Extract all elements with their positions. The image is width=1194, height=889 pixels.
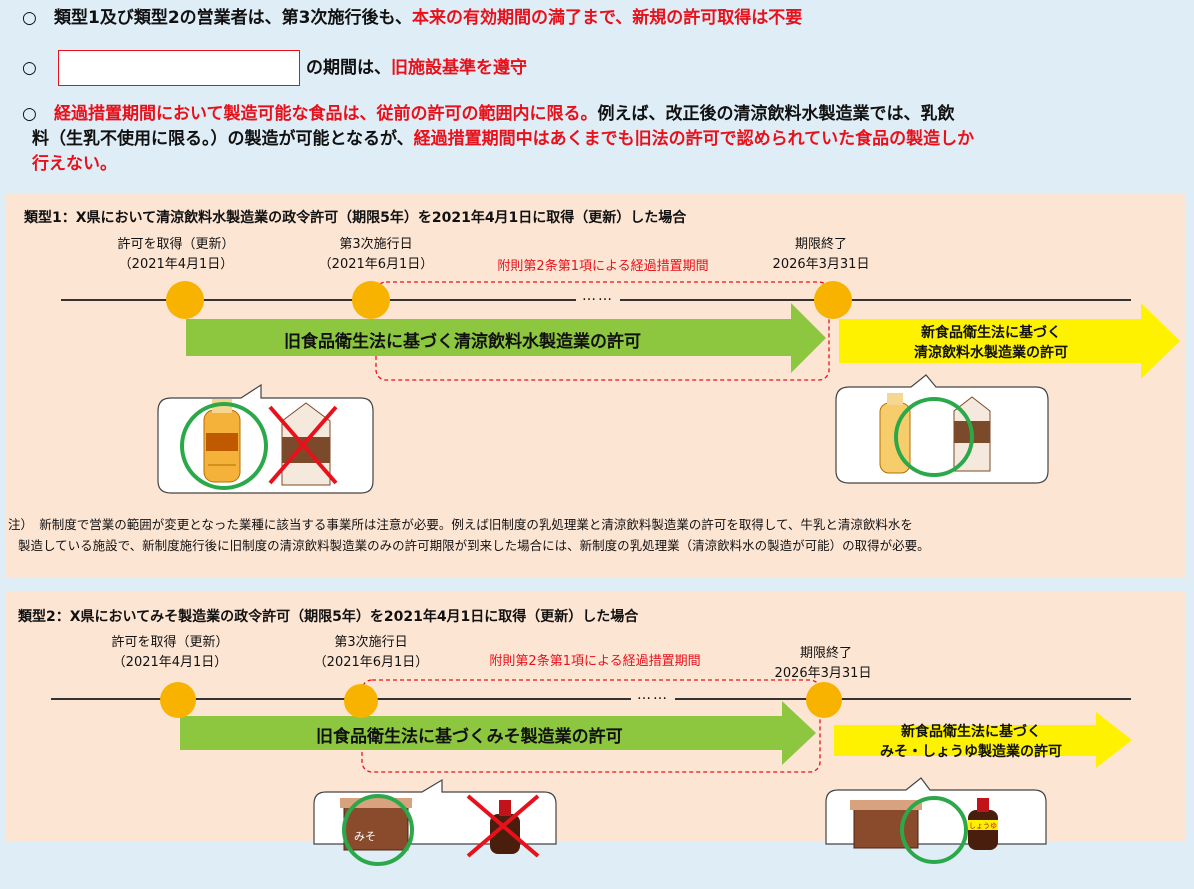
- bullet-1: ○ 類型1及び類型2の営業者は、第3次施行後も、本来の有効期間の満了まで、新規の…: [22, 6, 802, 31]
- type2-graphic: みそ しょうゆ: [180, 679, 1132, 866]
- type1-ok-circle-icon: [180, 402, 268, 490]
- type1-new-callout: [835, 374, 1049, 484]
- bullet-3-highlight-2: 経過措置期間中はあくまでも旧法の許可で認められていた食品の製造しか: [413, 129, 975, 149]
- bullet-circle-icon: ○: [22, 58, 37, 78]
- type1-new-permit-text-2: 清涼飲料水製造業の許可: [914, 345, 1068, 361]
- type1-old-permit-arrow: [186, 303, 826, 373]
- bullet-1-highlight: 本来の有効期間の満了まで、新規の許可取得は不要: [411, 8, 803, 28]
- type2-expiry-date: 2026年3月31日: [774, 666, 872, 681]
- type1-ng-cross-icon: [268, 405, 338, 485]
- type1-old-permit-text: 旧食品衛生法に基づく清涼飲料水製造業の許可: [284, 332, 641, 352]
- bullet-3-highlight-1: 経過措置期間において製造可能な食品は、従前の許可の範囲内に限る。: [54, 104, 598, 124]
- bullet-3-highlight-3: 行えない。: [32, 154, 117, 174]
- type1-third-dot: [352, 281, 390, 319]
- type2-old-permit-arrow: [180, 701, 816, 765]
- type1-expiry-date: 2026年3月31日: [772, 257, 870, 272]
- type2-third-date: （2021年6月1日）: [313, 655, 429, 670]
- type1-third-date: （2021年6月1日）: [318, 257, 434, 272]
- type2-miso-icon: [340, 798, 412, 851]
- bullet-3: ○ 経過措置期間において製造可能な食品は、従前の許可の範囲内に限る。例えば、改正…: [22, 102, 974, 177]
- type2-soy-sauce-icon: [490, 800, 520, 854]
- type2-acquire-dot: [160, 682, 196, 718]
- type2-panel: 類型2：X県においてみそ製造業の政令許可（期限5年）を2021年4月1日に取得（…: [6, 592, 1186, 866]
- type2-third-dot: [344, 684, 378, 718]
- bullet-1-text: 類型1及び類型2の営業者は、第3次施行後も、: [54, 8, 412, 28]
- bullet-2-text-row: の期間は、旧施設基準を遵守: [306, 56, 527, 81]
- type1-new-permit-arrow: [839, 303, 1180, 379]
- type2-soy-label: しょうゆ: [969, 822, 997, 830]
- type1-note-line-2: 製造している施設で、新制度施行後に旧制度の清涼飲料製造業のみの許可期限が到来した…: [18, 538, 930, 553]
- type1-new-permit-text-1: 新食品衛生法に基づく: [921, 325, 1061, 341]
- type1-ellipsis: ……: [576, 288, 620, 304]
- type1-acquire-dot: [166, 281, 204, 319]
- type2-timeline: [51, 698, 1131, 700]
- type2-expiry-label: 期限終了: [799, 646, 852, 661]
- type1-title: 類型1：X県において清涼飲料水製造業の政令許可（期限5年）を2021年4月1日に…: [24, 210, 687, 226]
- type2-new-ok-circle-icon: [900, 796, 968, 864]
- type2-new-permit-text-2: みそ・しょうゆ製造業の許可: [880, 744, 1062, 760]
- bullet-2-highlight: 旧施設基準を遵守: [391, 58, 527, 78]
- type2-new-permit-arrow: [834, 712, 1132, 768]
- type1-panel: 類型1：X県において清涼飲料水製造業の政令許可（期限5年）を2021年4月1日に…: [6, 193, 1186, 578]
- type2-transition-label: 附則第2条第1項による経過措置期間: [489, 654, 701, 669]
- type1-graphic: [157, 281, 1180, 494]
- blank-fill-box: [58, 50, 300, 86]
- bullet-3-text-2: 料（生乳不使用に限る。）の製造が可能となるが、: [32, 129, 414, 149]
- bullet-2-text: の期間は、: [306, 58, 391, 78]
- type1-new-ok-circle-icon: [894, 397, 974, 477]
- type2-ng-cross-icon: [466, 794, 540, 858]
- type2-acquire-date: （2021年4月1日）: [112, 655, 228, 670]
- type1-expiry-dot: [814, 281, 852, 319]
- type1-acquire-date: （2021年4月1日）: [118, 257, 234, 272]
- type1-bottle-icon: [203, 399, 241, 483]
- type1-transition-label: 附則第2条第1項による経過措置期間: [497, 259, 709, 274]
- type2-acquire-label: 許可を取得（更新）: [111, 635, 229, 650]
- type2-new-permit-text-1: 新食品衛生法に基づく: [901, 724, 1041, 740]
- type2-miso-label: みそ: [354, 830, 376, 843]
- type2-ellipsis: ……: [631, 687, 675, 703]
- type1-acquire-label: 許可を取得（更新）: [117, 237, 235, 252]
- type2-ok-circle-icon: [342, 794, 414, 866]
- type1-expiry-label: 期限終了: [794, 237, 847, 252]
- type2-expiry-dot: [806, 682, 842, 718]
- type1-note-line-1: 注） 新制度で営業の範囲が変更となった業種に該当する事業所は注意が必要。例えば旧…: [8, 517, 913, 532]
- bullet-3-text-1: 例えば、改正後の清涼飲料水製造業では、乳飲: [597, 104, 955, 124]
- bullet-circle-icon: ○: [22, 104, 37, 124]
- type2-new-soy-sauce-icon: [968, 798, 998, 850]
- type2-old-permit-text: 旧食品衛生法に基づくみそ製造業の許可: [316, 727, 623, 747]
- bottom-spacer: [0, 868, 1194, 889]
- bullet-circle-icon: ○: [22, 8, 37, 28]
- type1-third-label: 第3次施行日: [339, 237, 413, 252]
- type2-title: 類型2：X県においてみそ製造業の政令許可（期限5年）を2021年4月1日に取得（…: [18, 609, 639, 625]
- type2-third-label: 第3次施行日: [334, 635, 408, 650]
